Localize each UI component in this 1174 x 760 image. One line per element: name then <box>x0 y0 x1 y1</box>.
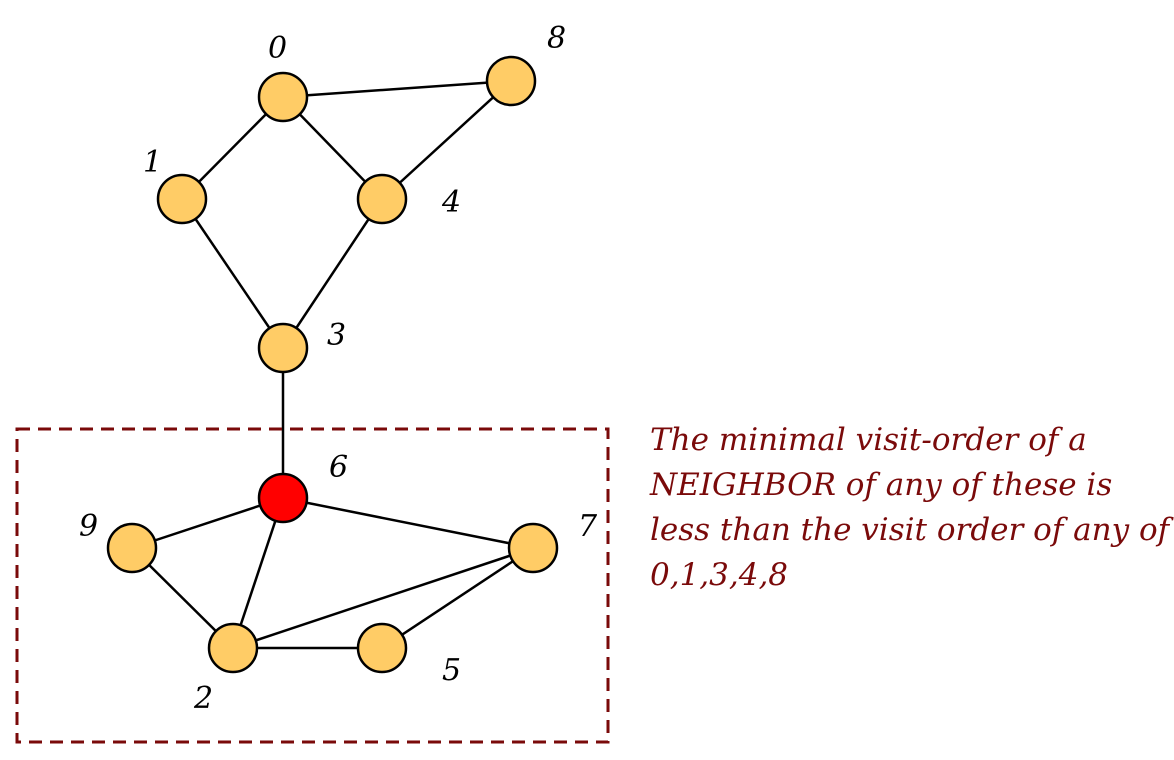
node-5 <box>356 622 408 674</box>
edge-5-7 <box>381 546 534 650</box>
edges-layer <box>131 79 534 650</box>
edge-0-8 <box>282 79 512 99</box>
node-4 <box>356 173 408 225</box>
node-label-0: 0 <box>268 31 287 66</box>
edge-4-3 <box>281 198 384 349</box>
node-label-7: 7 <box>578 509 598 544</box>
node-label-8: 8 <box>547 21 566 56</box>
edge-6-7 <box>282 496 534 550</box>
node-7 <box>507 522 559 574</box>
note-line-1: The minimal visit-order of a <box>650 422 1087 458</box>
edge-8-4 <box>381 80 512 200</box>
note-line-2: NEIGHBOR of any of these is <box>649 467 1112 503</box>
node-1 <box>156 173 208 225</box>
edge-1-3 <box>180 198 285 349</box>
node-8 <box>485 55 537 107</box>
node-label-4: 4 <box>441 185 461 220</box>
node-6 <box>257 472 309 524</box>
node-label-1: 1 <box>143 145 162 180</box>
node-2 <box>207 622 259 674</box>
node-label-2: 2 <box>193 681 213 716</box>
node-label-9: 9 <box>79 509 98 544</box>
edge-6-2 <box>231 497 285 649</box>
note-line-4: 0,1,3,4,8 <box>650 557 788 593</box>
node-label-3: 3 <box>327 318 346 353</box>
annotation-note: The minimal visit-order of a NEIGHBOR of… <box>649 422 1174 593</box>
edge-2-7 <box>232 546 534 650</box>
node-3 <box>257 322 309 374</box>
node-label-5: 5 <box>442 653 461 688</box>
nodes-layer <box>106 55 559 674</box>
node-0 <box>257 71 309 123</box>
subtree-group-box <box>15 427 610 744</box>
edge-6-9 <box>131 496 284 550</box>
labels-layer: 0 1 2 3 4 5 6 7 8 9 <box>79 21 598 716</box>
node-9 <box>106 522 158 574</box>
node-label-6: 6 <box>329 450 348 485</box>
note-line-3: less than the visit order of any of <box>650 512 1174 548</box>
